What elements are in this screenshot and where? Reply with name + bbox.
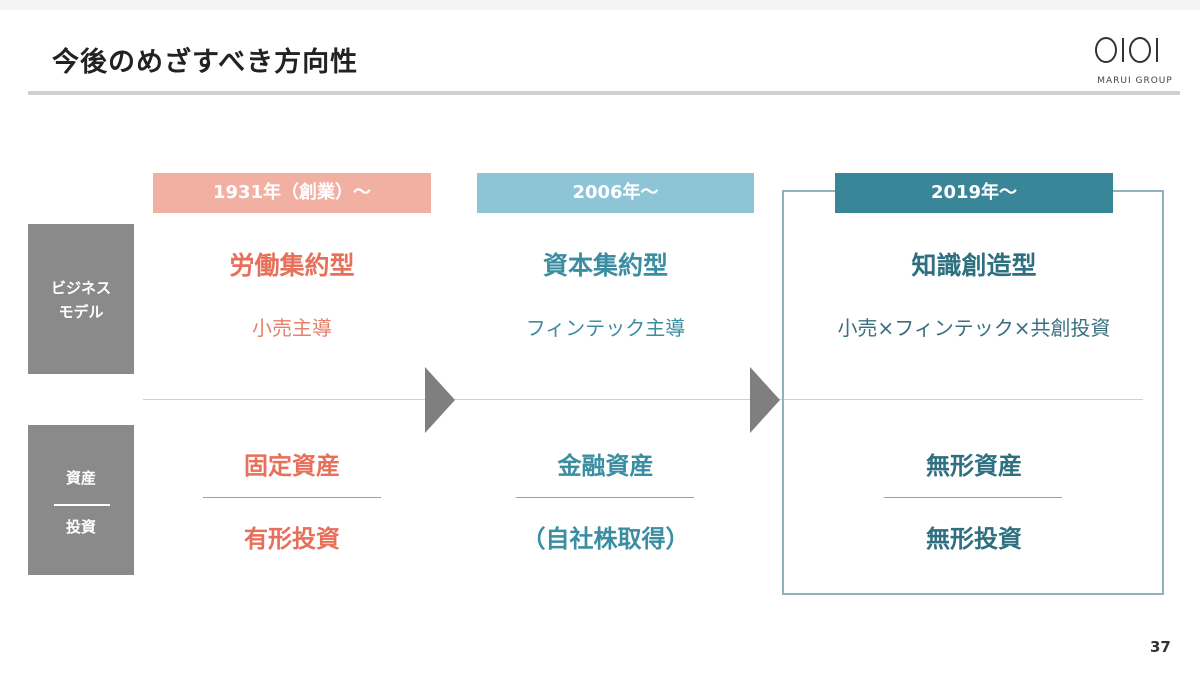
era-header-2019: 2019年〜 bbox=[835, 173, 1113, 213]
asset-investment-divider bbox=[516, 497, 694, 498]
side-label-separator bbox=[54, 504, 110, 506]
oioi-logo-icon bbox=[1095, 37, 1158, 63]
investment-2006: （自社株取得） bbox=[521, 525, 690, 553]
side-label-asset-investment: 資産 投資 bbox=[28, 425, 134, 575]
arrow-right-icon bbox=[750, 367, 780, 433]
side-label-business-model-line2: モデル bbox=[58, 303, 104, 321]
side-label-asset: 資産 bbox=[65, 469, 96, 487]
business-model-1931: 労働集約型 bbox=[229, 251, 355, 280]
business-model-2006: 資本集約型 bbox=[542, 251, 668, 280]
era-header-2006: 2006年〜 bbox=[477, 173, 754, 213]
business-model-2019: 知識創造型 bbox=[911, 251, 1037, 280]
row-divider bbox=[143, 399, 1143, 400]
marui-group-logo: MARUI GROUP bbox=[1092, 36, 1176, 88]
investment-2019: 無形投資 bbox=[926, 525, 1022, 553]
business-model-sub-1931: 小売主導 bbox=[252, 316, 332, 340]
arrow-right-icon bbox=[425, 367, 455, 433]
asset-investment-divider bbox=[203, 497, 381, 498]
asset-2019: 無形資産 bbox=[926, 452, 1022, 480]
title-divider bbox=[28, 91, 1180, 95]
slide: 今後のめざすべき方向性 MARUI GROUP ビジネス モデル 資産 投資 1… bbox=[0, 10, 1200, 680]
asset-2006: 金融資産 bbox=[557, 452, 654, 480]
business-model-sub-2019: 小売×フィンテック×共創投資 bbox=[837, 316, 1111, 340]
page-number: 37 bbox=[1150, 638, 1171, 656]
investment-1931: 有形投資 bbox=[244, 525, 340, 553]
side-label-business-model-line1: ビジネス bbox=[50, 279, 111, 297]
side-label-business-model: ビジネス モデル bbox=[28, 224, 134, 374]
asset-1931: 固定資産 bbox=[244, 452, 340, 480]
era-header-1931: 1931年（創業）〜 bbox=[153, 173, 431, 213]
logo-wordmark: MARUI GROUP bbox=[1097, 76, 1173, 86]
asset-investment-divider bbox=[884, 497, 1062, 498]
page-title: 今後のめざすべき方向性 bbox=[52, 47, 359, 78]
side-label-investment: 投資 bbox=[65, 518, 96, 536]
business-model-sub-2006: フィンテック主導 bbox=[525, 316, 686, 340]
